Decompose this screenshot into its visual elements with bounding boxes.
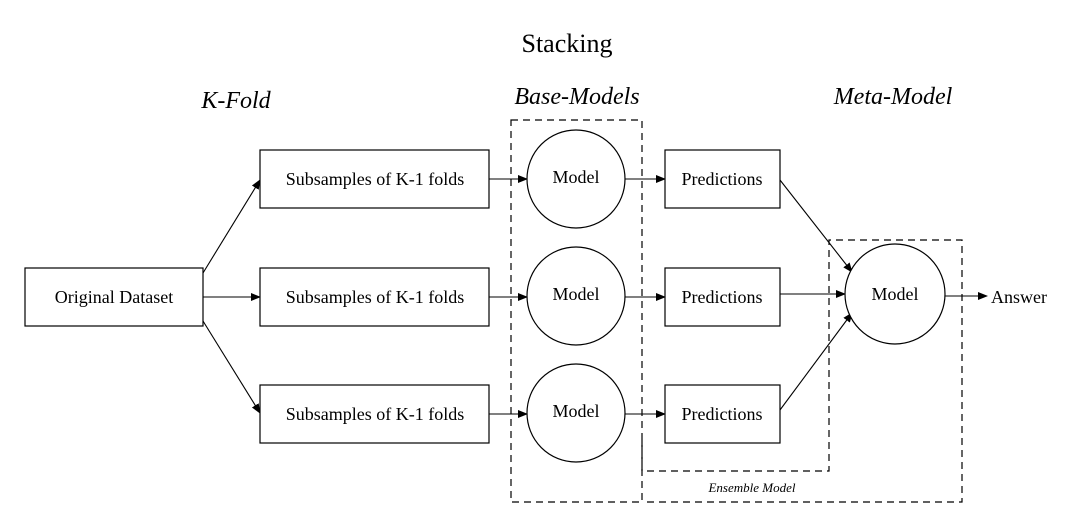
answer-label: Answer: [991, 287, 1047, 307]
subsample-label-3: Subsamples of K-1 folds: [286, 404, 465, 424]
section-base-models: Base-Models: [514, 84, 639, 110]
base-model-node-2: Model: [526, 246, 626, 346]
base-model-node-1: Model: [526, 129, 626, 229]
predictions-label-1: Predictions: [682, 169, 763, 189]
predictions-label-3: Predictions: [682, 404, 763, 424]
arrow-dataset-to-subsample-1: [202, 179, 261, 274]
arrow-predictions-1-to-meta-model: [779, 179, 853, 273]
meta-model-node: Model: [844, 243, 946, 345]
meta-model-label: Model: [872, 284, 919, 304]
diagram-title: Stacking: [522, 29, 613, 58]
arrow-predictions-3-to-meta-model: [779, 312, 853, 411]
arrows: [202, 175, 988, 418]
base-models-group: [510, 119, 643, 503]
subsample-node-3: Subsamples of K-1 folds: [259, 384, 490, 444]
original-dataset-label: Original Dataset: [55, 287, 173, 307]
base-model-label-3: Model: [553, 401, 600, 421]
predictions-node-2: Predictions: [664, 267, 781, 327]
subsample-label-1: Subsamples of K-1 folds: [286, 169, 465, 189]
subsample-node-2: Subsamples of K-1 folds: [259, 267, 490, 327]
predictions-node-1: Predictions: [664, 149, 781, 209]
subsample-node-1: Subsamples of K-1 folds: [259, 149, 490, 209]
predictions-node-3: Predictions: [664, 384, 781, 444]
ensemble-model-group: [641, 239, 963, 503]
predictions-label-2: Predictions: [682, 287, 763, 307]
ensemble-model-label: Ensemble Model: [707, 480, 795, 495]
arrow-dataset-to-subsample-3: [202, 320, 261, 414]
section-kfold: K-Fold: [200, 88, 271, 114]
original-dataset-node: Original Dataset: [24, 267, 204, 327]
subsample-label-2: Subsamples of K-1 folds: [286, 287, 465, 307]
base-model-node-3: Model: [526, 363, 626, 463]
base-model-label-2: Model: [553, 284, 600, 304]
base-model-label-1: Model: [553, 167, 600, 187]
section-meta-model: Meta-Model: [833, 84, 953, 110]
